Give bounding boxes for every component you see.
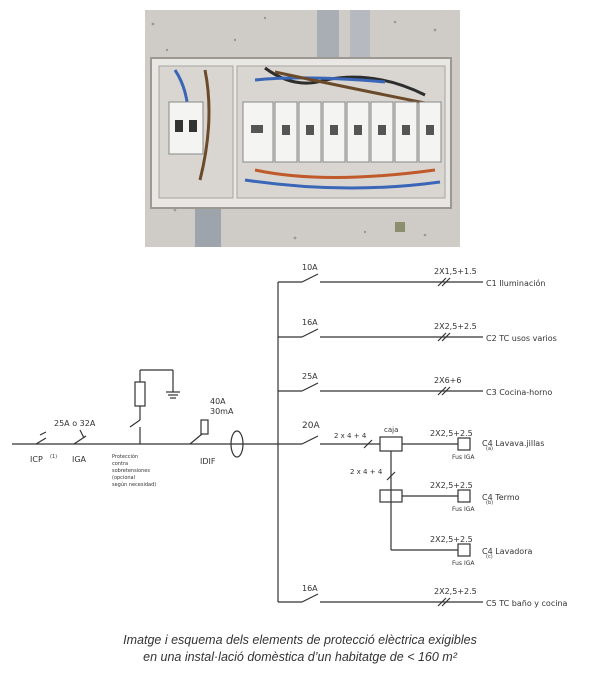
caption-line-2: en una instal·lació domèstica d’un habit… bbox=[143, 650, 457, 664]
svg-text:Protección: Protección bbox=[112, 453, 138, 460]
branch-breaker: 10A bbox=[302, 263, 318, 272]
sub-index: (c) bbox=[486, 554, 493, 560]
sub-index: (b) bbox=[486, 500, 493, 506]
idif-label: IDIF bbox=[200, 457, 216, 466]
sub-index: (a) bbox=[486, 446, 493, 452]
svg-text:(opcional: (opcional bbox=[112, 475, 135, 481]
branch-circuit: C2 TC usos varios bbox=[486, 334, 557, 343]
iga-label: IGA bbox=[72, 455, 87, 464]
caption-line-1: Imatge i esquema dels elements de protec… bbox=[123, 633, 477, 647]
branch-cable: 2X1,5+1.5 bbox=[434, 267, 477, 276]
sub-circuit: C4 Termo bbox=[482, 493, 520, 502]
icp-label: ICP bbox=[30, 455, 43, 464]
sub-cable: 2X2,5+2.5 bbox=[430, 535, 473, 544]
sub-circuit: C4 Lavadora bbox=[482, 547, 532, 556]
icp-superscript: (1) bbox=[50, 454, 57, 460]
iga-rating: 25A o 32A bbox=[54, 419, 96, 428]
sub-circuit: C4 Lavava.jillas bbox=[482, 439, 544, 448]
branch-cable: 2X2,5+2.5 bbox=[434, 587, 477, 596]
junction-box-label: caja bbox=[384, 426, 398, 434]
branch-circuit: C5 TC baño y cocina bbox=[486, 599, 568, 608]
idif-rating-current: 40A bbox=[210, 397, 226, 406]
protection-note: Protección contra sobretensiones (opcion… bbox=[112, 453, 156, 488]
vertical-cable: 2 x 4 + 4 bbox=[350, 468, 383, 476]
branch-cable: 2X2,5+2.5 bbox=[434, 322, 477, 331]
branch-breaker: 16A bbox=[302, 318, 318, 327]
idif-rating-sensitivity: 30mA bbox=[210, 407, 234, 416]
branch-breaker: 16A bbox=[302, 584, 318, 593]
branch-circuit: C1 Iluminación bbox=[486, 278, 545, 288]
svg-text:según necesidad): según necesidad) bbox=[112, 481, 156, 488]
branch-breaker: 25A bbox=[302, 372, 318, 381]
sub-cable: 2X2,5+2.5 bbox=[430, 481, 473, 490]
branch-cable: 2 x 4 + 4 bbox=[334, 432, 367, 440]
sub-fuse: Fus IGA bbox=[452, 560, 475, 567]
sub-cable: 2X2,5+2.5 bbox=[430, 429, 473, 438]
branch-breaker: 20A bbox=[302, 421, 320, 431]
branch-cable: 2X6+6 bbox=[434, 376, 461, 385]
branch-circuit: C3 Cocina-horno bbox=[486, 388, 552, 397]
svg-text:contra: contra bbox=[112, 461, 128, 467]
sub-fuse: Fus IGA bbox=[452, 454, 475, 461]
electrical-schematic: ICP (1) 25A o 32A IGA Protección contra … bbox=[12, 263, 568, 608]
svg-text:sobretensiones: sobretensiones bbox=[112, 468, 150, 474]
sub-fuse: Fus IGA bbox=[452, 506, 475, 513]
distribution-board-photo bbox=[145, 10, 460, 247]
